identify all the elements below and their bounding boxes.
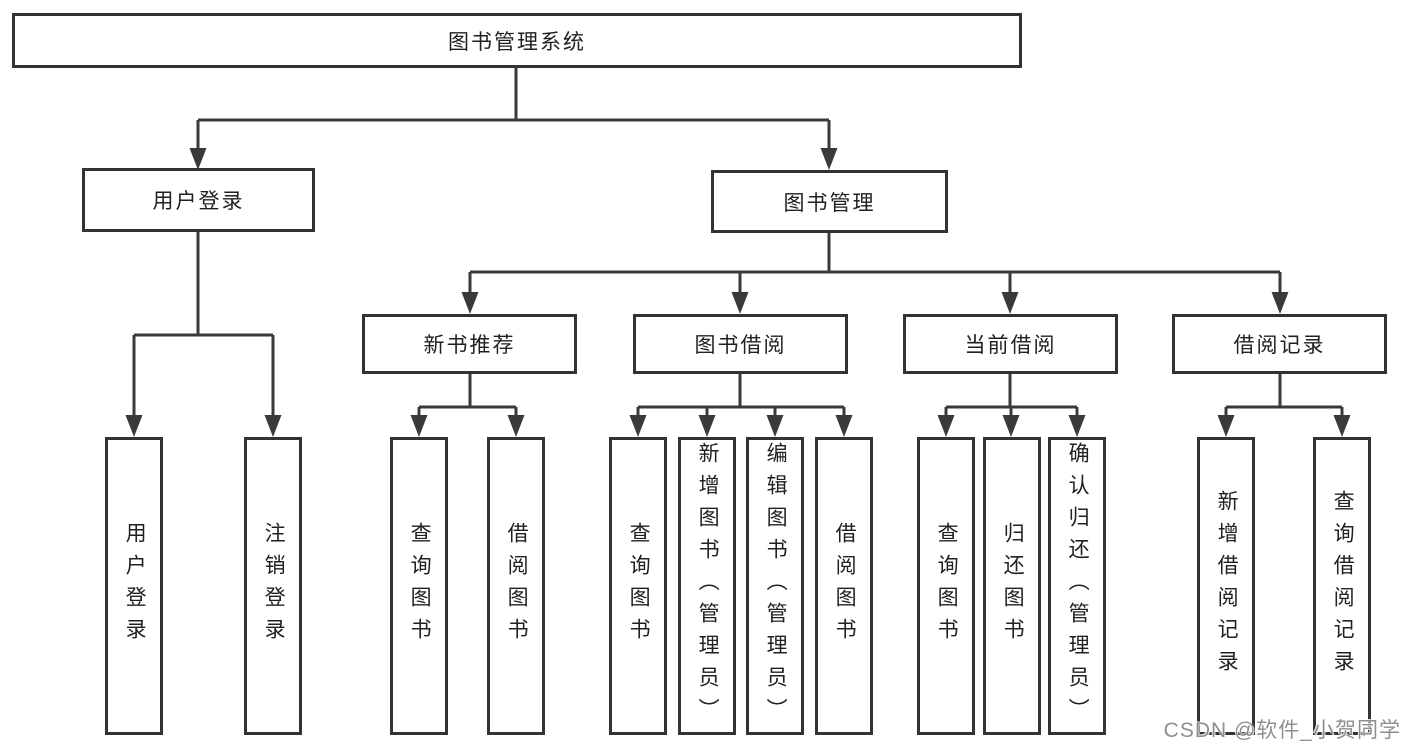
node-label: 查询图书 [408, 522, 432, 650]
node-label: 编辑图书（管理员） [764, 442, 788, 730]
leaf-logout: 注销登录 [244, 437, 302, 735]
leaf-user-login: 用户登录 [105, 437, 163, 735]
node-label: 查询图书 [935, 522, 959, 650]
node-label: 图书管理 [783, 191, 876, 215]
node-new-book-recommend: 新书推荐 [362, 314, 577, 374]
node-label: 用户登录 [123, 522, 147, 650]
node-borrowing-records: 借阅记录 [1172, 314, 1387, 374]
node-library-management-system: 图书管理系统 [12, 13, 1022, 68]
node-label: 查询借阅记录 [1331, 490, 1355, 682]
node-label: 归还图书 [1001, 522, 1025, 650]
leaf-query-books-recommend: 查询图书 [390, 437, 448, 735]
node-label: 借阅图书 [833, 522, 857, 650]
leaf-edit-book-admin: 编辑图书（管理员） [746, 437, 804, 735]
node-current-borrowing: 当前借阅 [903, 314, 1118, 374]
node-label: 当前借阅 [964, 334, 1057, 357]
leaf-return-books: 归还图书 [983, 437, 1041, 735]
leaf-add-borrow-record: 新增借阅记录 [1197, 437, 1255, 735]
node-label: 图书管理系统 [448, 30, 586, 54]
node-label: 新增图书（管理员） [696, 442, 720, 730]
leaf-borrow-books-borrowing: 借阅图书 [815, 437, 873, 735]
node-label: 借阅记录 [1233, 334, 1326, 357]
node-label: 确认归还（管理员） [1066, 442, 1090, 730]
node-label: 注销登录 [262, 522, 286, 650]
node-label: 新书推荐 [423, 334, 516, 357]
leaf-borrow-books-recommend: 借阅图书 [487, 437, 545, 735]
node-book-borrowing: 图书借阅 [633, 314, 848, 374]
node-user-login: 用户登录 [82, 168, 315, 232]
leaf-query-books-current: 查询图书 [917, 437, 975, 735]
csdn-watermark: CSDN @软件_小贺同学 [1163, 719, 1401, 742]
leaf-query-books-borrowing: 查询图书 [609, 437, 667, 735]
leaf-add-book-admin: 新增图书（管理员） [678, 437, 736, 735]
node-label: 查询图书 [627, 522, 651, 650]
node-label: 用户登录 [152, 190, 245, 213]
node-label: 图书借阅 [694, 334, 787, 357]
node-label: 新增借阅记录 [1215, 490, 1239, 682]
leaf-confirm-return-admin: 确认归还（管理员） [1048, 437, 1106, 735]
leaf-query-borrow-record: 查询借阅记录 [1313, 437, 1371, 735]
node-label: 借阅图书 [505, 522, 529, 650]
node-book-management: 图书管理 [711, 170, 948, 233]
